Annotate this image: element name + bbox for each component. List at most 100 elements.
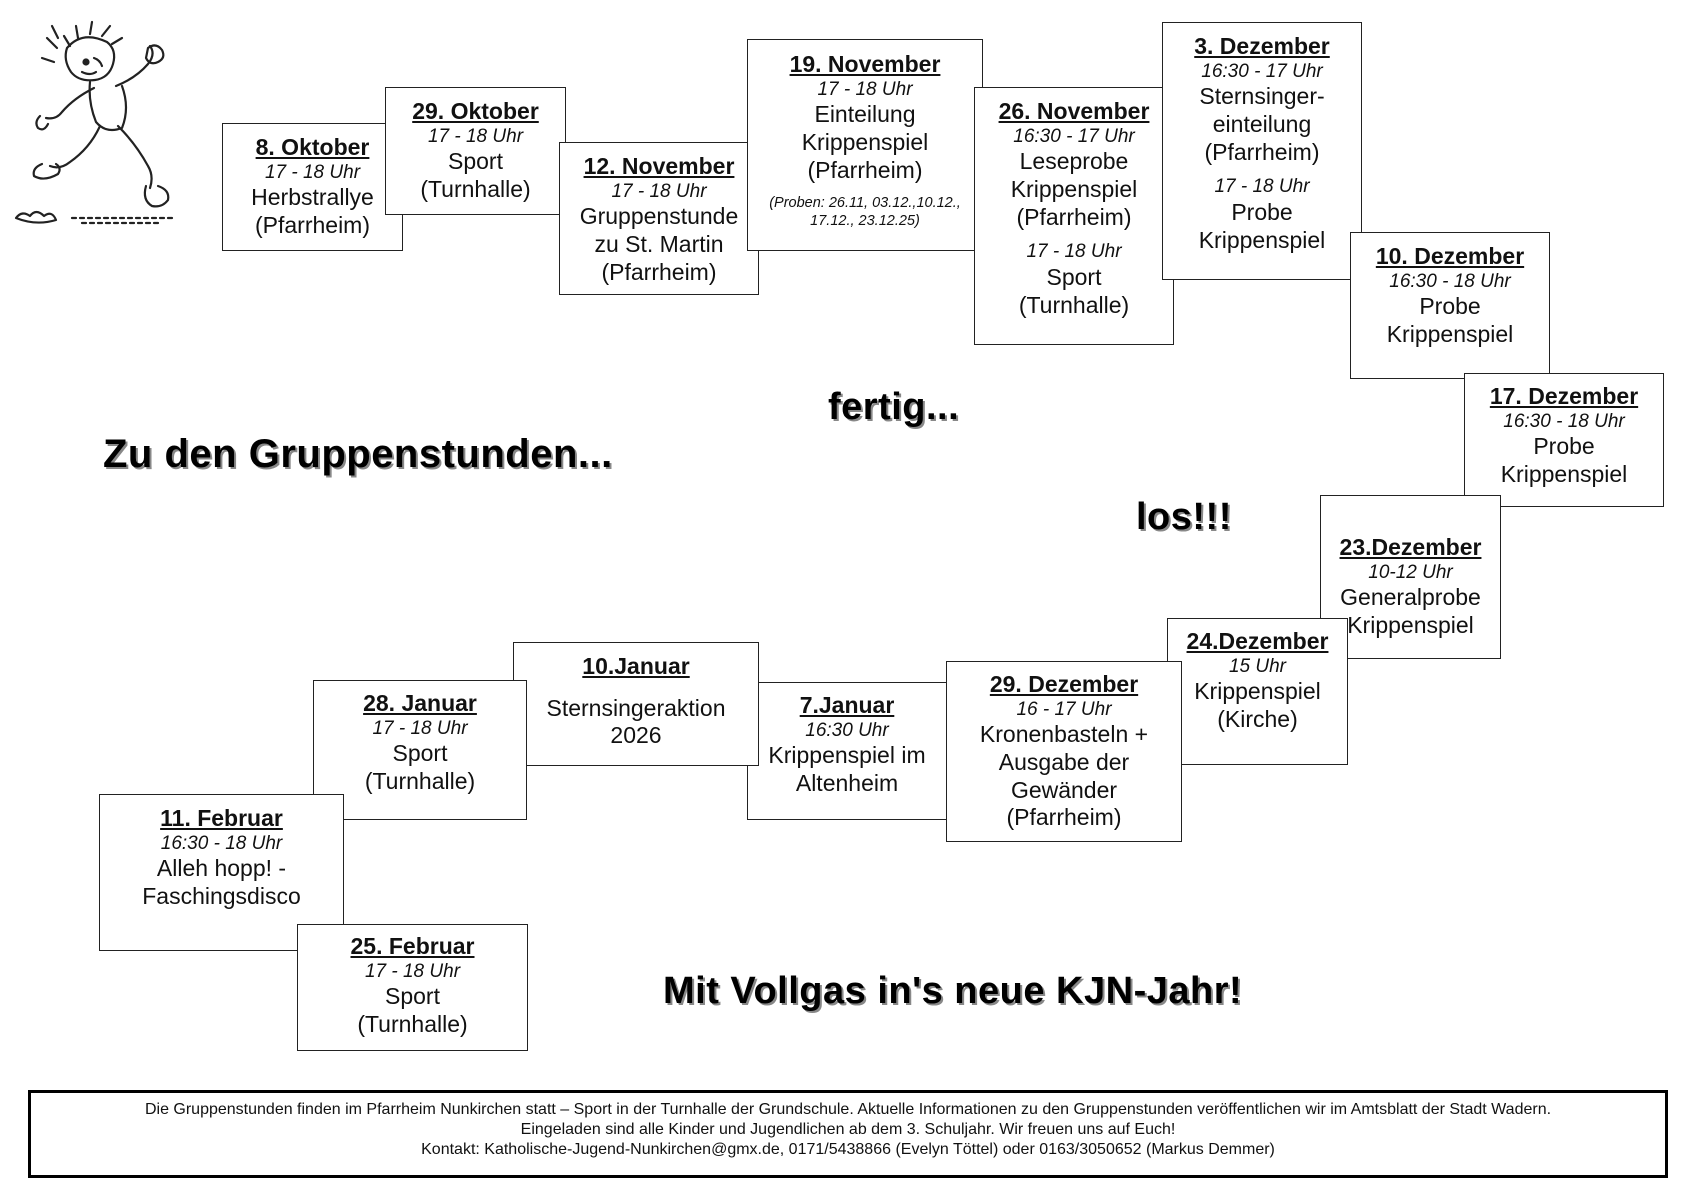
- event-card: 26. November 16:30 - 17 Uhr Leseprobe Kr…: [974, 87, 1174, 345]
- event-time: 17 - 18 Uhr: [264, 161, 361, 183]
- event-text: Krippenspiel: [1500, 460, 1628, 487]
- event-date: 26. November: [998, 98, 1150, 124]
- event-text: Krippenspiel im: [768, 742, 926, 769]
- event-card: 17. Dezember 16:30 - 18 Uhr Probe Krippe…: [1464, 373, 1664, 507]
- event-text: Gewänder: [1010, 776, 1118, 803]
- event-text: Sport: [385, 983, 440, 1010]
- event-card: 7.Januar 16:30 Uhr Krippenspiel im Alten…: [747, 682, 947, 820]
- event-card: 8. Oktober 17 - 18 Uhr Herbstrallye (Pfa…: [222, 123, 403, 251]
- event-time: 15 Uhr: [1228, 655, 1287, 677]
- event-text: Alleh hopp! -: [156, 855, 287, 882]
- event-date: 10. Dezember: [1375, 243, 1525, 269]
- event-card: 29. Oktober 17 - 18 Uhr Sport (Turnhalle…: [385, 87, 566, 215]
- event-card: 23.Dezember 10-12 Uhr Generalprobe Kripp…: [1320, 495, 1501, 659]
- event-text: zu St. Martin: [594, 230, 724, 257]
- event-time: 16:30 Uhr: [805, 719, 889, 741]
- event-time: 17 - 18 Uhr: [372, 717, 468, 739]
- event-card: 12. November 17 - 18 Uhr Gruppenstunde z…: [559, 142, 759, 295]
- slogan-gruppenstunden: Zu den Gruppenstunden...: [103, 432, 613, 476]
- event-text: Krippenspiel: [1194, 678, 1321, 705]
- event-text: (Turnhalle): [1018, 291, 1130, 318]
- event-text: Krippenspiel: [1010, 175, 1138, 202]
- event-date: 24.Dezember: [1186, 628, 1329, 654]
- event-time: 17 - 18 Uhr: [364, 960, 461, 982]
- event-card: 19. November 17 - 18 Uhr Einteilung Krip…: [747, 39, 983, 251]
- event-text: (Turnhalle): [364, 767, 476, 794]
- event-date: 19. November: [789, 51, 941, 77]
- event-text: Krippenspiel: [1347, 611, 1474, 638]
- slogan-los: los!!!: [1136, 496, 1232, 538]
- event-text: Probe: [1533, 433, 1595, 460]
- event-text: (Pfarrheim): [807, 156, 923, 183]
- event-text: einteilung: [1212, 110, 1312, 137]
- event-date: 29. Dezember: [989, 671, 1139, 697]
- event-text: Sport: [448, 148, 503, 175]
- event-card: 25. Februar 17 - 18 Uhr Sport (Turnhalle…: [297, 924, 528, 1051]
- event-text: Einteilung: [814, 101, 916, 128]
- event-text: Krippenspiel: [1386, 320, 1514, 347]
- event-card: 10.Januar Sternsingeraktion 2026: [513, 642, 759, 766]
- event-text: Faschingsdisco: [142, 882, 301, 909]
- event-text: (Pfarrheim): [1016, 203, 1132, 230]
- event-time: 16:30 - 18 Uhr: [1389, 270, 1511, 292]
- event-text: Probe: [1231, 198, 1293, 225]
- event-text: (Turnhalle): [357, 1010, 468, 1037]
- event-text: Generalprobe: [1340, 584, 1481, 611]
- footer-info-box: Die Gruppenstunden finden im Pfarrheim N…: [28, 1090, 1668, 1178]
- event-time: 17 - 18 Uhr: [817, 78, 913, 100]
- slogan-vollgas: Mit Vollgas in's neue KJN-Jahr!: [663, 970, 1243, 1012]
- event-date: 23.Dezember: [1339, 534, 1482, 560]
- event-date: 29. Oktober: [412, 98, 539, 124]
- event-text: (Pfarrheim): [254, 211, 370, 238]
- event-time: 17 - 18 Uhr: [1026, 241, 1122, 263]
- event-text: Kronenbasteln +: [979, 721, 1149, 748]
- event-text: Krippenspiel: [801, 128, 929, 155]
- event-date: 10.Januar: [582, 653, 690, 679]
- event-text: (Pfarrheim): [1204, 138, 1320, 165]
- event-time: 16:30 - 17 Uhr: [1201, 60, 1323, 82]
- event-text: Sternsingeraktion: [546, 694, 726, 721]
- event-date: 12. November: [583, 153, 735, 179]
- event-time: 16:30 - 18 Uhr: [160, 832, 283, 854]
- event-text: Gruppenstunde: [579, 203, 739, 230]
- event-note: (Proben: 26.11, 03.12.,10.12.,: [769, 195, 961, 212]
- event-date: 11. Februar: [160, 805, 283, 831]
- event-date: 25. Februar: [350, 933, 475, 959]
- event-text: (Turnhalle): [420, 175, 531, 202]
- event-card: 11. Februar 16:30 - 18 Uhr Alleh hopp! -…: [99, 794, 344, 951]
- event-time: 17 - 18 Uhr: [1214, 176, 1310, 198]
- event-text: Krippenspiel: [1198, 226, 1326, 253]
- event-text: (Kirche): [1217, 705, 1298, 732]
- slogan-fertig: fertig...: [828, 386, 960, 428]
- event-date: 28. Januar: [363, 690, 477, 716]
- event-text: 2026: [610, 722, 662, 749]
- event-date: 8. Oktober: [255, 134, 370, 160]
- event-card: 29. Dezember 16 - 17 Uhr Kronenbasteln +…: [946, 661, 1182, 842]
- event-text: (Pfarrheim): [601, 258, 717, 285]
- event-text: Sternsinger-: [1199, 83, 1325, 110]
- event-text: Sport: [392, 740, 448, 767]
- event-text: (Pfarrheim): [1006, 804, 1122, 831]
- event-card: 10. Dezember 16:30 - 18 Uhr Probe Krippe…: [1350, 232, 1550, 379]
- event-card: 28. Januar 17 - 18 Uhr Sport (Turnhalle): [313, 680, 527, 820]
- running-boy-illustration: [14, 20, 174, 225]
- event-time: 17 - 18 Uhr: [427, 125, 524, 147]
- event-date: 3. Dezember: [1194, 33, 1330, 59]
- event-date: 17. Dezember: [1489, 383, 1639, 409]
- event-time: 16 - 17 Uhr: [1016, 698, 1112, 720]
- event-text: Sport: [1046, 263, 1102, 290]
- event-card: 3. Dezember 16:30 - 17 Uhr Sternsinger- …: [1162, 22, 1362, 280]
- event-text: Ausgabe der: [998, 748, 1130, 775]
- event-note: 17.12., 23.12.25): [810, 213, 920, 230]
- event-text: Probe: [1419, 293, 1481, 320]
- footer-line: Eingeladen sind alle Kinder und Jugendli…: [520, 1121, 1176, 1138]
- event-time: 17 - 18 Uhr: [611, 180, 707, 202]
- event-text: Altenheim: [795, 769, 899, 796]
- event-time: 16:30 - 17 Uhr: [1013, 125, 1135, 147]
- footer-contact: Kontakt: Katholische-Jugend-Nunkirchen@g…: [421, 1141, 1275, 1158]
- footer-line: Die Gruppenstunden finden im Pfarrheim N…: [144, 1101, 1552, 1118]
- event-date: 7.Januar: [799, 692, 895, 718]
- event-time: 16:30 - 18 Uhr: [1503, 410, 1625, 432]
- event-time: 10-12 Uhr: [1368, 561, 1453, 583]
- event-card: 24.Dezember 15 Uhr Krippenspiel (Kirche): [1167, 618, 1348, 765]
